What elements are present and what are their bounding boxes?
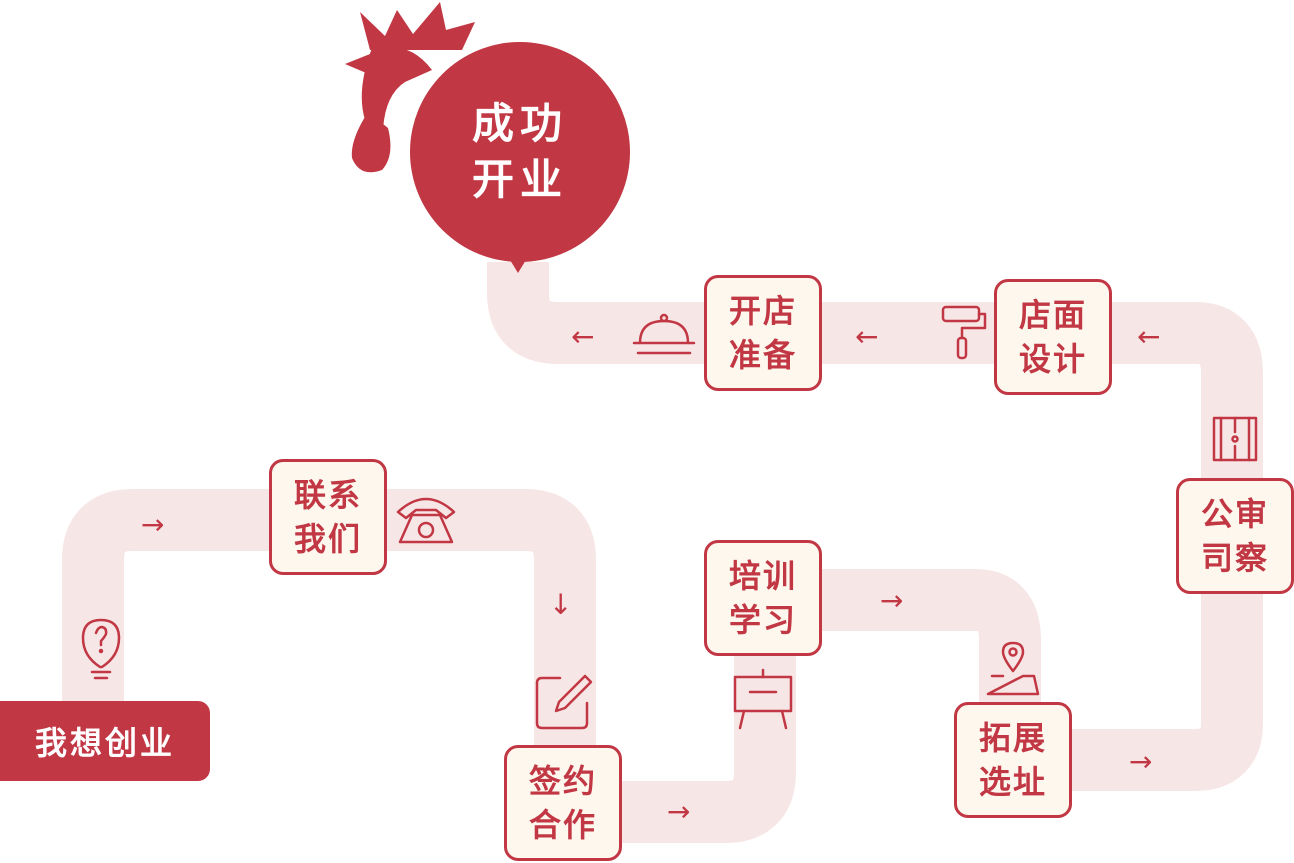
paint-roller-icon (941, 305, 987, 360)
arrow-right: → (141, 508, 165, 541)
step-label-line-1: 签约 (528, 762, 597, 800)
step-label-line-2: 准备 (728, 336, 797, 374)
start-label: 我想创业 (0, 701, 210, 781)
arrow-left: ← (1137, 320, 1161, 353)
step-label-line-1: 联系 (293, 476, 362, 514)
step-label-line-2: 设计 (1018, 340, 1087, 378)
rooster-logo (345, 2, 475, 173)
step-label-line-2: 合作 (528, 806, 597, 844)
goal-pointer (507, 255, 529, 273)
lightbulb-icon (81, 618, 121, 680)
arrow-left: ← (855, 320, 879, 353)
step-company-review: 公审 司察 (1176, 478, 1294, 594)
map-pin-icon (986, 641, 1040, 696)
step-site-selection: 拓展 选址 (954, 702, 1072, 818)
step-sign-contract: 签约 合作 (504, 745, 622, 861)
rooster-comb (360, 2, 475, 50)
blueprint-icon (1212, 416, 1258, 462)
step-store-design: 店面 设计 (994, 279, 1112, 395)
rooster-wattle (351, 112, 391, 173)
goal-line-2: 开业 (471, 155, 568, 204)
arrow-left: ← (571, 320, 595, 353)
step-label-line-2: 学习 (728, 601, 797, 639)
arrow-right: → (1129, 745, 1153, 778)
arrow-right: → (667, 795, 691, 828)
rooster-beak (345, 52, 378, 78)
telephone-icon (396, 497, 456, 544)
step-label-line-1: 开店 (728, 292, 797, 330)
service-bell-icon (632, 313, 696, 355)
step-label-line-1: 店面 (1018, 296, 1087, 334)
step-label-line-2: 我们 (293, 520, 362, 558)
pen-edit-icon (535, 674, 593, 730)
arrow-right: → (880, 584, 904, 617)
step-label-line-1: 培训 (728, 557, 797, 595)
arrow-down: ↓ (549, 588, 573, 621)
goal-circle: 成功 开业 (410, 42, 630, 262)
step-opening-prep: 开店 准备 (704, 275, 822, 391)
step-label-line-1: 拓展 (978, 719, 1047, 757)
step-contact-us: 联系 我们 (269, 459, 387, 575)
step-label-line-1: 公审 (1200, 495, 1269, 533)
step-training: 培训 学习 (704, 540, 822, 656)
rooster-head (361, 46, 432, 130)
step-label-line-2: 选址 (978, 763, 1047, 801)
presentation-board-icon (733, 668, 793, 730)
goal-line-1: 成功 (471, 99, 568, 148)
step-label-line-2: 司察 (1200, 539, 1269, 577)
